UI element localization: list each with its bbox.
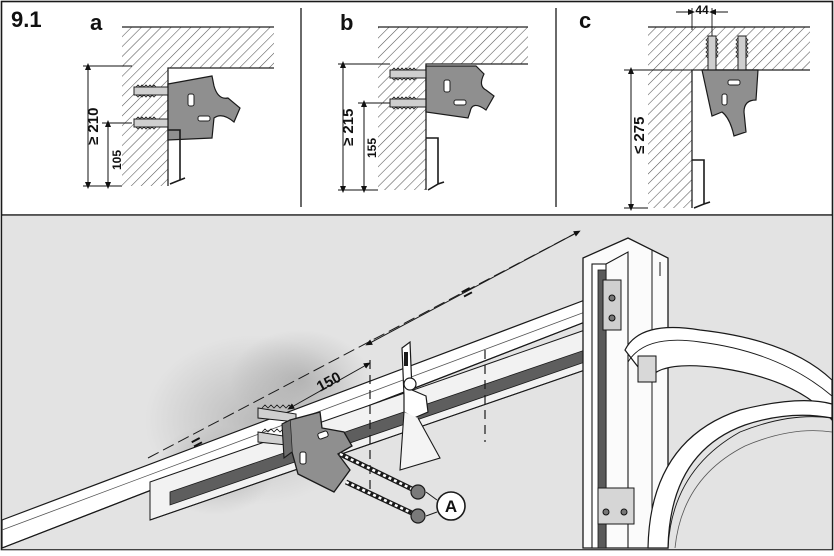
panel-c: c 44 ≤ 275 — [579, 3, 810, 211]
bracket-slot-b2 — [453, 99, 467, 106]
dim-a-inner: 105 — [110, 150, 124, 170]
figure-number: 9.1 — [11, 7, 42, 32]
dim-a-outer: ≥ 210 — [85, 108, 102, 145]
dim-c-top: 44 — [695, 3, 709, 17]
rail-profile-b — [426, 137, 445, 191]
equal-span-line — [147, 231, 579, 459]
bracket-slot-b1 — [443, 79, 451, 93]
panel-b: b ≥ 215 155 — [338, 10, 528, 193]
wall-edge-a — [122, 26, 274, 186]
bracket-a — [167, 75, 241, 141]
dim-b-inner: 155 — [365, 138, 379, 158]
callout-circle — [436, 491, 466, 521]
hanging-bracket — [399, 340, 441, 471]
detail-view: = = 150 — [1, 215, 833, 550]
dowel-pair-a — [133, 84, 169, 130]
curved-track — [624, 326, 833, 549]
panel-b-label: b — [340, 10, 353, 35]
dim-c-side: ≤ 275 — [631, 117, 648, 154]
frame-plate-bottom — [597, 487, 635, 525]
wall-section-a — [122, 27, 274, 186]
wall-bracket — [289, 411, 353, 493]
bracket-slot-c2 — [721, 93, 728, 106]
bracket-c — [701, 69, 759, 137]
curved-track-bracket — [637, 355, 657, 383]
bracket-slot-a1 — [187, 93, 195, 107]
wall-section-b — [378, 27, 528, 190]
hanging-bracket-bolt — [403, 377, 417, 391]
dim-line-150 — [287, 362, 371, 410]
screw-lower — [344, 479, 426, 524]
panel-a-label: a — [90, 10, 103, 35]
panel-a: a ≥ 210 105 — [83, 10, 274, 189]
dim-b-outer: ≥ 215 — [340, 109, 357, 146]
bracket-slot-c1 — [727, 79, 741, 86]
wall-edge-b — [378, 26, 528, 190]
wall-section-c — [648, 27, 810, 208]
screw-upper — [338, 451, 426, 500]
frame-plate-top — [602, 279, 622, 331]
rail-profile-c — [692, 159, 711, 209]
bracket-slot-a2 — [197, 115, 211, 122]
rail-profile-a — [168, 129, 186, 185]
bracket-b — [425, 65, 495, 119]
callout-label: A — [445, 497, 457, 516]
panel-c-label: c — [579, 8, 591, 33]
door-frame — [582, 237, 669, 549]
